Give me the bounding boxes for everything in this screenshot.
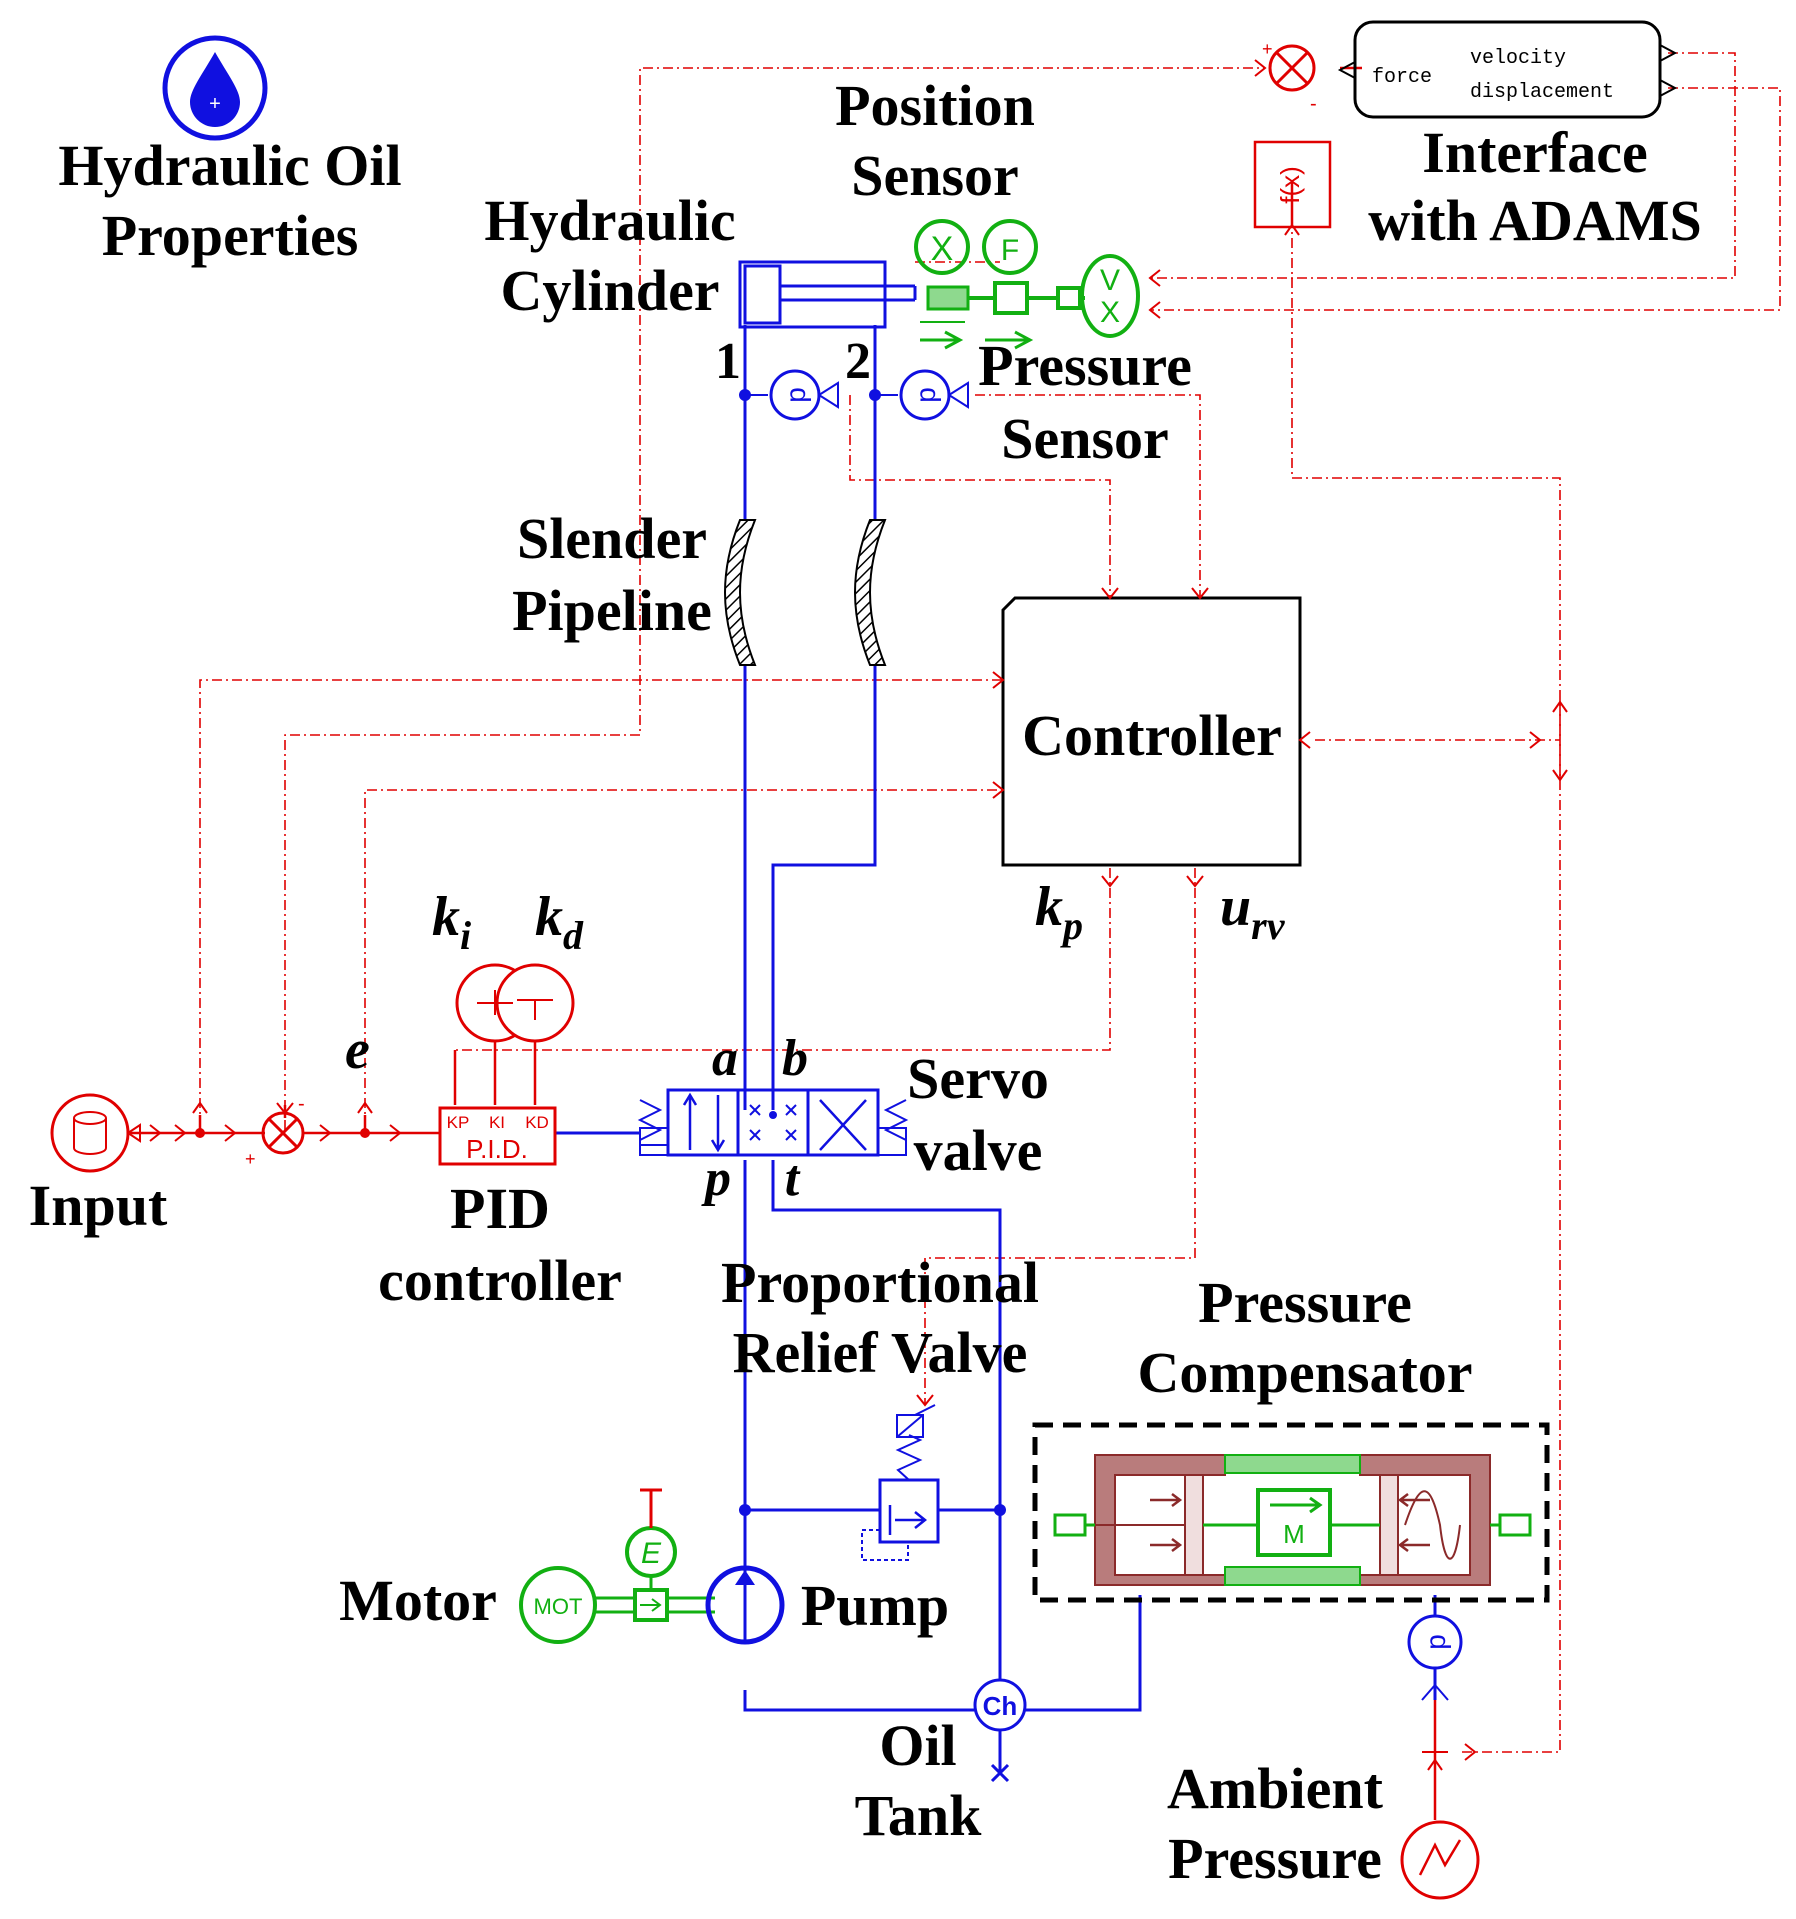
- pid-gain-sources: [455, 963, 575, 1043]
- pressure-compensator-label-2: Compensator: [1137, 1340, 1472, 1405]
- signal-p1-to-controller: [849, 395, 1111, 596]
- pump-label: Pump: [801, 1573, 949, 1638]
- pid-block: KP KI KD P.I.D.: [438, 1106, 557, 1166]
- controller-block: [1001, 596, 1302, 867]
- port-p-label: p: [701, 1150, 731, 1207]
- sum-plus: +: [245, 1149, 256, 1169]
- sum-minus: -: [298, 1093, 305, 1115]
- pressure-sensor-1: p: [739, 369, 839, 421]
- slender-pipeline-1: [724, 519, 757, 666]
- hydraulic-cylinder-label-2: Cylinder: [500, 258, 719, 323]
- slender-pipeline-label-2: Pipeline: [512, 578, 712, 643]
- oil-tank-label-1: Oil: [879, 1713, 956, 1778]
- pump: [705, 1565, 785, 1645]
- input-label: Input: [29, 1173, 168, 1238]
- summing-junction: + -: [195, 1093, 370, 1169]
- adams-interface: + - force velocity displacement f(x): [1253, 20, 1678, 229]
- motor-label: Motor: [339, 1568, 497, 1633]
- kd-label: kd: [535, 886, 584, 958]
- signal-arrowheads: [149, 59, 1568, 1761]
- ambient-pressure-label-2: Pressure: [1168, 1826, 1382, 1891]
- hydraulic-oil-properties-label-2: Properties: [102, 203, 359, 268]
- ki-label: ki: [432, 886, 471, 958]
- hydraulic-oil-properties-label-1: Hydraulic Oil: [58, 133, 401, 198]
- controller-label: Controller: [1022, 703, 1282, 768]
- position-sensor-x: X: [931, 230, 954, 268]
- pid-kd-port: KD: [525, 1113, 549, 1132]
- pid-ki-port: KI: [489, 1113, 505, 1132]
- servo-valve-label-1: Servo: [907, 1046, 1049, 1111]
- ambient-pressure-source: [1400, 1720, 1480, 1900]
- motor-mot-label: MOT: [534, 1594, 583, 1619]
- pressure-sensor-2: p: [869, 369, 969, 421]
- signal-position-feedback: [284, 67, 1265, 1130]
- pid-kp-port: KP: [447, 1113, 470, 1132]
- signal-p2-to-controller: [975, 394, 1201, 596]
- svg-text:p: p: [1420, 1634, 1451, 1650]
- motor: MOT E: [519, 1488, 715, 1644]
- ambient-pressure-label-1: Ambient: [1167, 1756, 1384, 1821]
- signal-input-to-controller: [199, 679, 1003, 1128]
- hydraulic-lines: [555, 325, 1437, 1775]
- force-sensor-f: F: [1001, 234, 1019, 267]
- adams-sum-plus: +: [1262, 39, 1273, 59]
- proportional-relief-valve-label-2: Relief Valve: [733, 1320, 1028, 1385]
- svg-text:p: p: [780, 387, 811, 403]
- port-a-label: a: [712, 1030, 738, 1087]
- fx-block-label: f(x): [1275, 166, 1305, 204]
- hydraulic-cylinder-label-1: Hydraulic: [484, 188, 735, 253]
- port-1-label: 1: [715, 333, 741, 390]
- signal-error-to-controller: [364, 789, 1003, 1128]
- kp-label: kp: [1035, 876, 1083, 948]
- signal-urv-to-relief: [924, 868, 1196, 1405]
- pressure-compensator: M: [1032, 1422, 1550, 1603]
- interface-with-adams-label-1: Interface: [1422, 120, 1647, 185]
- hydraulic-cylinder: [738, 260, 917, 329]
- compensator-mass-label: M: [1283, 1519, 1305, 1549]
- slender-pipeline-label-1: Slender: [517, 506, 707, 571]
- interface-force-label: force: [1372, 66, 1432, 89]
- energy-sensor-e: E: [641, 1537, 662, 1570]
- input-source: [50, 1093, 141, 1173]
- hydraulic-oil-properties-icon: +: [162, 35, 268, 141]
- servo-valve-label-2: valve: [914, 1118, 1043, 1183]
- position-sensor-label-2: Sensor: [851, 143, 1019, 208]
- pid-controller-label-2: controller: [378, 1248, 622, 1313]
- pressure-compensator-label-1: Pressure: [1198, 1270, 1412, 1335]
- ambient-pressure-sensor: p: [1407, 1614, 1463, 1701]
- interface-velocity-label: velocity: [1470, 47, 1566, 70]
- port-t-label: t: [785, 1150, 801, 1207]
- proportional-relief-valve: [739, 1404, 1006, 1561]
- pid-name: P.I.D.: [466, 1134, 528, 1164]
- adams-sum-minus: -: [1310, 93, 1317, 115]
- error-label: e: [345, 1019, 370, 1081]
- velocity-sensor-x: X: [1100, 296, 1120, 329]
- oil-tank-label-2: Tank: [855, 1783, 983, 1848]
- pressure-sensor-label-2: Sensor: [1001, 406, 1169, 471]
- svg-text:+: +: [209, 93, 221, 115]
- pid-controller-label-1: PID: [450, 1176, 550, 1241]
- interface-with-adams-label-2: with ADAMS: [1368, 188, 1702, 253]
- svg-text:p: p: [910, 387, 941, 403]
- interface-displacement-label: displacement: [1470, 81, 1614, 104]
- pressure-sensor-label-1: Pressure: [978, 333, 1192, 398]
- slender-pipeline-2: [854, 519, 887, 666]
- signal-adams-displacement: [1150, 87, 1781, 311]
- urv-label: urv: [1220, 876, 1286, 948]
- signal-adams-velocity: [1150, 52, 1736, 279]
- proportional-relief-valve-label-1: Proportional: [721, 1250, 1039, 1315]
- position-sensor-label-1: Position: [835, 73, 1035, 138]
- pid-signal-path: [130, 66, 1437, 1820]
- velocity-sensor-v: V: [1100, 264, 1120, 297]
- port-b-label: b: [782, 1030, 808, 1087]
- port-2-label: 2: [845, 333, 871, 390]
- position-force-sensors: X F V X: [914, 219, 1140, 350]
- oil-tank-ch-label: Ch: [983, 1691, 1018, 1721]
- oil-tank: Ch: [973, 1678, 1027, 1783]
- servo-valve: [637, 1088, 909, 1157]
- signal-to-fx: [1291, 225, 1561, 780]
